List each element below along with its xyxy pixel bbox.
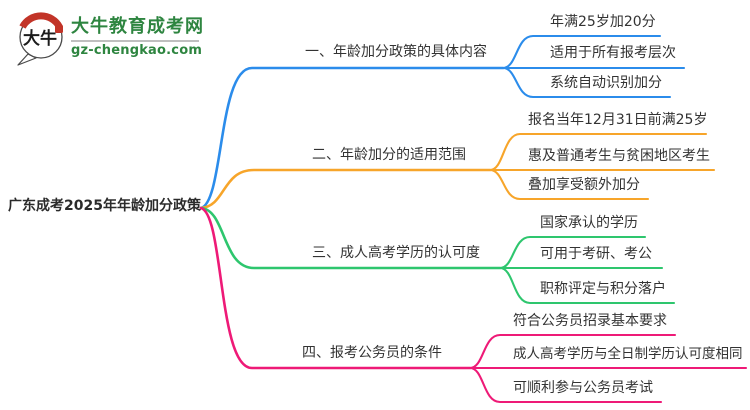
branch-3-child-1-line [498,235,647,270]
branch-4-child-3-line [468,366,663,404]
branch-2-child-2: 惠及普通考生与贫困地区考生 [528,148,710,164]
branch-4-child-1-line [468,333,677,370]
branch-4-child-3: 可顺利参与公务员考试 [513,380,653,396]
branch-2-label: 二、年龄加分的适用范围 [312,147,466,163]
branch-1-child-3-line [501,66,672,99]
branch-1-child-2: 适用于所有报考层次 [550,45,676,61]
branch-3-child-3: 职称评定与积分落户 [540,281,666,297]
branch-1-line [199,66,505,210]
branch-3-child-1: 国家承认的学历 [540,215,638,231]
branch-1-child-1-line [501,34,662,70]
branch-2-child-1-line [488,132,708,172]
branch-2-child-1: 报名当年12月31日前满25岁 [528,112,708,128]
branch-3-child-3-line [498,266,676,305]
branch-1-label: 一、年龄加分政策的具体内容 [305,44,487,60]
svg-text:大牛: 大牛 [23,28,57,49]
site-logo: 大牛 大牛教育成考网 gz-chengkao.com [14,10,204,68]
branch-3-line [199,206,502,270]
branch-2-child-3: 叠加享受额外加分 [528,177,640,193]
branch-4-child-1: 符合公务员招录基本要求 [513,313,667,329]
branch-4-label: 四、报考公务员的条件 [302,345,442,361]
branch-1-child-1: 年满25岁加20分 [550,14,656,30]
logo-divider [71,40,199,42]
branch-3-child-2: 可用于考研、考公 [540,246,652,262]
root-node: 广东成考2025年年龄加分政策 [8,198,201,214]
branch-3-label: 三、成人高考学历的认可度 [312,245,480,261]
branch-2-child-3-line [488,168,650,201]
branch-4-child-2: 成人高考学历与全日制学历认可度相同 [513,346,743,362]
site-name: 大牛教育成考网 [71,16,204,37]
site-url: gz-chengkao.com [71,43,203,58]
branch-2-line [199,168,492,210]
branch-4-line [199,206,472,370]
daniu-bull-icon: 大牛 [17,12,63,66]
branch-1-child-3: 系统自动识别加分 [550,75,662,91]
